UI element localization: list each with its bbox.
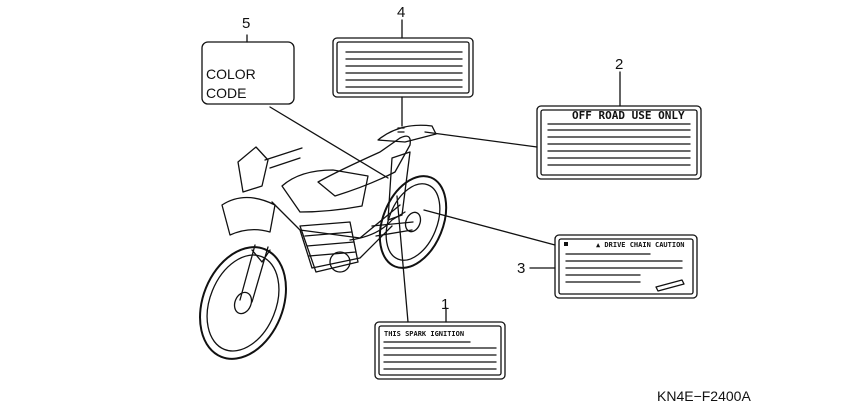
spark-ignition-label: THIS SPARK IGNITION: [374, 321, 506, 380]
leader-lines: [246, 19, 621, 323]
drive-chain-caution-text: ▲ DRIVE CHAIN CAUTION: [596, 241, 685, 249]
callout-number-2: 2: [615, 56, 623, 73]
off-road-label-text: OFF ROAD USE ONLY: [572, 109, 685, 122]
color-code-line-2: CODE: [206, 85, 246, 101]
warning-square-icon: [564, 242, 568, 246]
color-code-line-1: COLOR: [206, 66, 256, 82]
drive-chain-caution-label: ▲ DRIVE CHAIN CAUTION: [554, 234, 698, 299]
chain-tool-icon: [655, 279, 685, 292]
label-4-sticker: [332, 37, 474, 98]
callout-number-5: 5: [242, 15, 250, 32]
callout-number-4: 4: [397, 4, 405, 21]
spark-ignition-text: THIS SPARK IGNITION: [384, 330, 464, 338]
diagram-code: KN4E−F2400A: [657, 388, 751, 404]
motorcycle-illustration: [199, 124, 448, 360]
off-road-label: OFF ROAD USE ONLY: [536, 105, 702, 180]
callout-number-1: 1: [441, 296, 449, 313]
color-code-label: COLOR CODE: [201, 41, 295, 105]
callout-number-3: 3: [517, 260, 525, 277]
